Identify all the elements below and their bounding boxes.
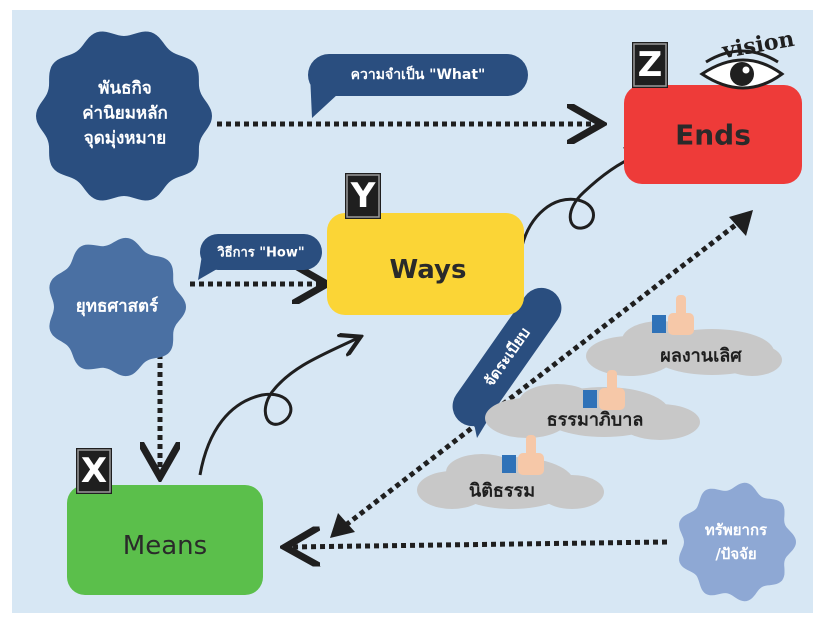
ends-label: Ends [675, 118, 751, 152]
arrow-double-ends-means [340, 218, 744, 530]
thumbs-up-icon [502, 435, 544, 475]
mission-line-1: พันธกิจ [98, 78, 152, 99]
resources-circle [679, 482, 796, 602]
cloud-label-rule-of-law: นิติธรรม [468, 480, 536, 502]
swirl-arrow-means-to-ways [198, 338, 358, 476]
bubble-how [198, 234, 322, 280]
cloud-excellence [586, 321, 782, 376]
x-letter: X [80, 451, 108, 491]
swirl-arrow-ways-to-ends [520, 153, 644, 247]
cloud-label-governance: ธรรมาภิบาล [546, 409, 644, 431]
mission-line-3: จุดมุ่งหมาย [83, 128, 167, 149]
z-letter: Z [637, 45, 663, 85]
mission-circle [36, 31, 212, 201]
thumbs-up-icon [583, 370, 625, 410]
thumbs-up-icon [652, 295, 694, 335]
strategy-circle [49, 237, 187, 377]
cloud-label-excellence: ผลงานเลิศ [660, 345, 742, 367]
y-badge [345, 173, 381, 219]
z-badge [632, 42, 668, 88]
means-label: Means [122, 531, 208, 561]
bubble-arrange [452, 287, 562, 438]
diagram-graphics [12, 10, 813, 613]
ways-label: Ways [389, 255, 467, 285]
bubble-what [308, 54, 528, 118]
diagram-canvas: พันธกิจ ค่านิยมหลัก จุดมุ่งหมาย ยุทธศาสต… [12, 10, 813, 613]
mission-text: พันธกิจ ค่านิยมหลัก จุดมุ่งหมาย [82, 77, 168, 152]
resources-line-1: ทรัพยากร [704, 521, 768, 539]
arrowhead-to-ends [729, 210, 753, 236]
bubble-what-text: ความจำเป็น "What" [350, 67, 486, 83]
ways-box [327, 213, 524, 315]
cloud-governance [485, 384, 700, 440]
means-box [67, 485, 263, 595]
resources-line-2: /ปัจจัย [715, 545, 757, 563]
resources-text: ทรัพยากร /ปัจจัย [705, 518, 767, 566]
y-letter: Y [350, 176, 376, 216]
strategy-text: ยุทธศาสตร์ [75, 296, 159, 317]
x-badge [76, 448, 112, 494]
eye-icon [699, 49, 785, 90]
bubble-how-text: วิธีการ "How" [217, 245, 305, 261]
arrowhead-to-means [330, 513, 355, 538]
mission-line-2: ค่านิยมหลัก [82, 103, 168, 124]
ends-box [624, 85, 802, 184]
